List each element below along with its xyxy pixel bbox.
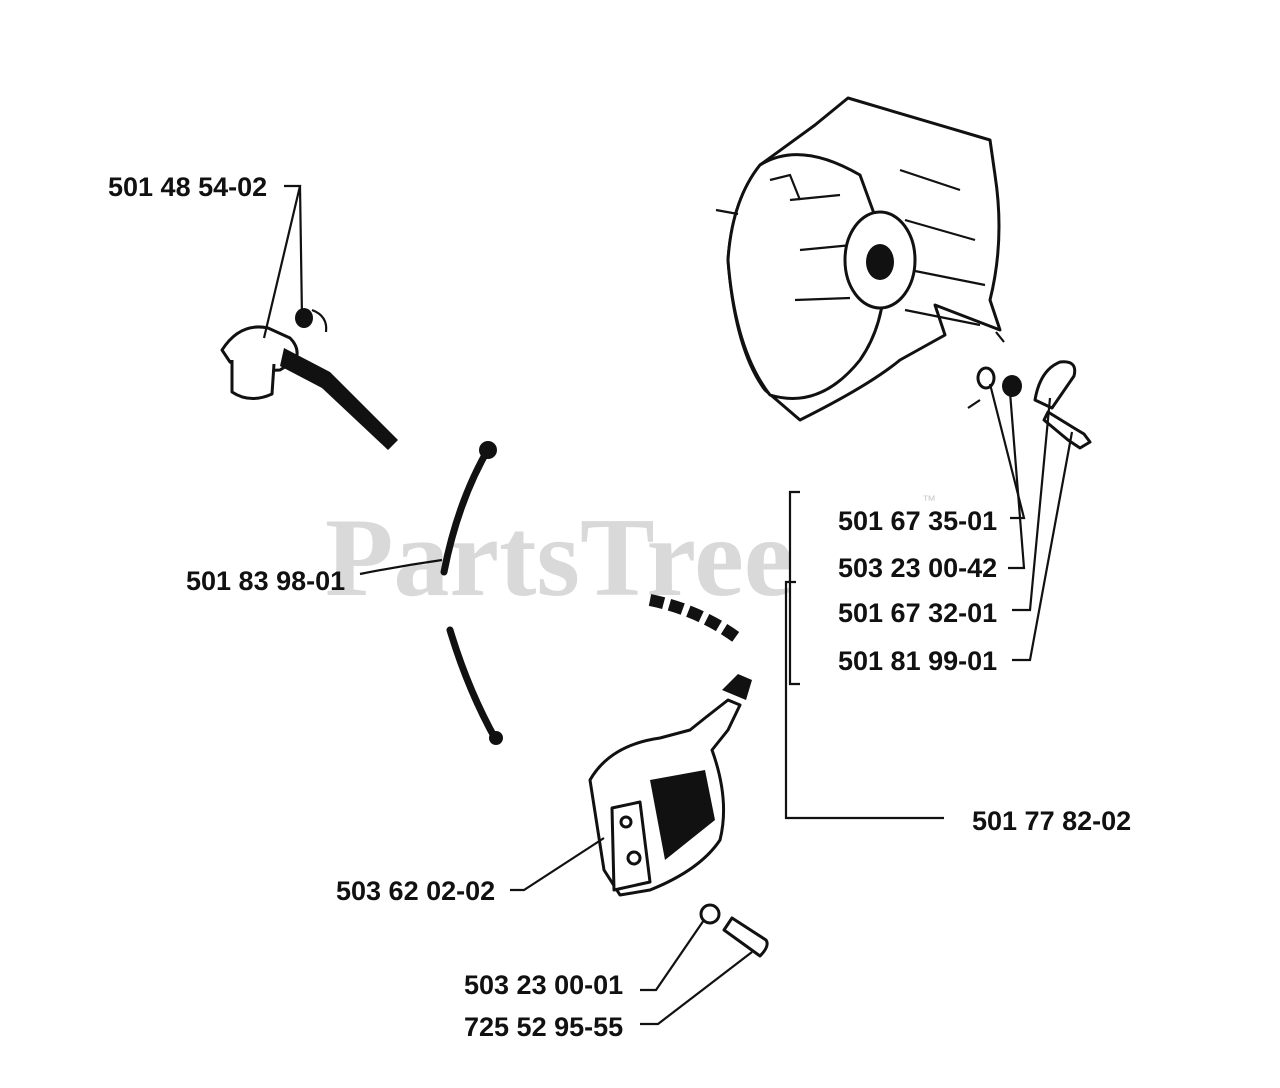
part-label-501-77-82-02: 501 77 82-02 [972,806,1131,836]
part-label-503-62-02-02: 503 62 02-02 [336,876,495,906]
spark-plug-boot-drawing [220,308,398,450]
part-label-725-52-95-55: 725 52 95-55 [464,1012,623,1042]
part-label-503-23-00-01: 503 23 00-01 [464,970,623,1000]
part-label-501-67-32-01: 501 67 32-01 [838,598,997,628]
watermark-text: PartsTree [325,496,794,620]
ignition-module-drawing [588,674,769,958]
watermark-trademark: ™ [922,492,936,508]
part-label-501-48-54-02: 501 48 54-02 [108,172,267,202]
leader-lines [262,184,1074,1026]
part-label-501-81-99-01: 501 81 99-01 [838,646,997,676]
part-label-501-67-35-01: 501 67 35-01 [838,506,997,536]
part-label-501-83-98-01: 501 83 98-01 [186,566,345,596]
ignition-lead-drawing [440,441,744,745]
flywheel-hardware-drawing [967,331,1092,450]
part-label-503-23-00-42: 503 23 00-42 [838,553,997,583]
flywheel-drawing [715,96,1002,422]
